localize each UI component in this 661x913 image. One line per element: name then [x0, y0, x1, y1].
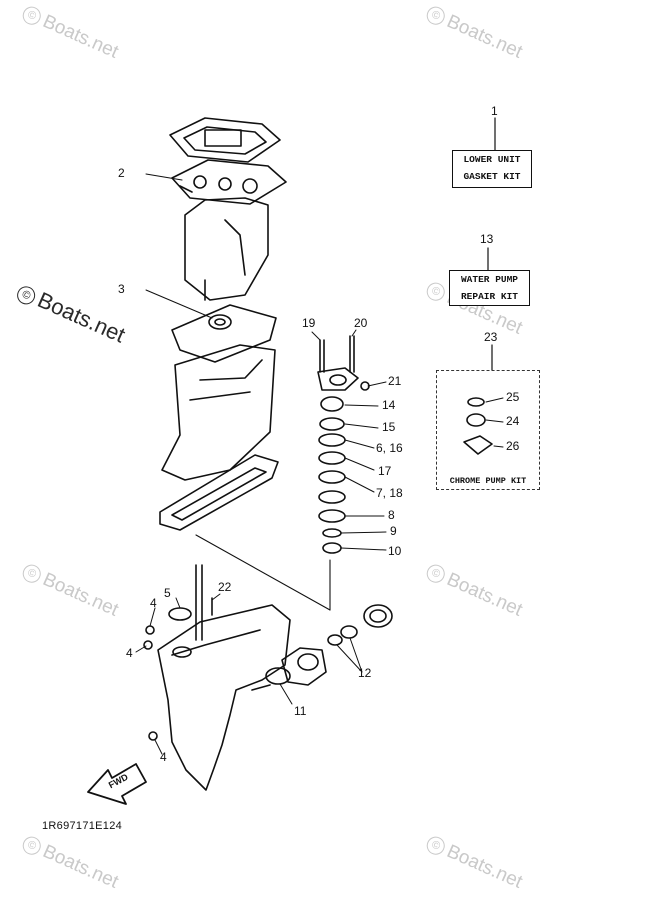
chrome-pump-kit-label: CHROME PUMP KIT	[449, 476, 527, 486]
lower-unit-gasket-kit-box: LOWER UNIT GASKET KIT	[452, 150, 532, 188]
water-pump-repair-kit-box: WATER PUMP REPAIR KIT	[449, 270, 530, 306]
fwd-arrow-icon	[87, 763, 147, 805]
bearing-housing	[281, 647, 327, 686]
callout-14: 14	[382, 398, 396, 412]
o-ring-5	[168, 607, 192, 621]
seal-3	[208, 314, 232, 330]
callout-8: 8	[388, 508, 395, 522]
kit-line: LOWER UNIT	[463, 154, 521, 165]
callout-23: 23	[484, 330, 498, 344]
callout-7-18: 7, 18	[376, 486, 403, 500]
callout-15: 15	[382, 420, 396, 434]
callout-26: 26	[506, 439, 520, 453]
callout-4: 4	[160, 750, 167, 764]
kit-line: GASKET KIT	[463, 171, 521, 182]
callout-12: 12	[358, 666, 372, 680]
callout-11: 11	[294, 704, 307, 718]
kit-line: WATER PUMP	[460, 274, 518, 285]
callout-21: 21	[388, 374, 402, 388]
callout-22: 22	[218, 580, 232, 594]
diagram-code: 1R697171E124	[42, 820, 123, 832]
top-gasket	[169, 117, 281, 163]
callout-6-16: 6, 16	[376, 441, 403, 455]
chrome-pump-kit-box: CHROME PUMP KIT	[436, 370, 540, 490]
callout-3: 3	[118, 282, 125, 296]
flange-plate	[171, 304, 277, 363]
callout-24: 24	[506, 414, 520, 428]
callout-9: 9	[390, 524, 397, 538]
callout-1: 1	[491, 104, 498, 118]
upper-casing	[184, 197, 269, 301]
callout-17: 17	[378, 464, 392, 478]
callout-19: 19	[302, 316, 316, 330]
callout-10: 10	[388, 544, 402, 558]
o-ring-11	[265, 667, 291, 685]
callout-4: 4	[150, 596, 157, 610]
callout-25: 25	[506, 390, 520, 404]
gasket-2	[171, 159, 287, 205]
callout-13: 13	[480, 232, 494, 246]
callout-5: 5	[164, 586, 171, 600]
callout-20: 20	[354, 316, 368, 330]
pump-housing	[317, 367, 359, 391]
impeller-14	[320, 396, 344, 412]
callout-4: 4	[126, 646, 133, 660]
lower-plate	[159, 454, 279, 531]
callout-2: 2	[118, 166, 125, 180]
drive-shaft	[195, 564, 203, 641]
kit-line: REPAIR KIT	[460, 291, 518, 302]
gearcase	[157, 604, 291, 791]
